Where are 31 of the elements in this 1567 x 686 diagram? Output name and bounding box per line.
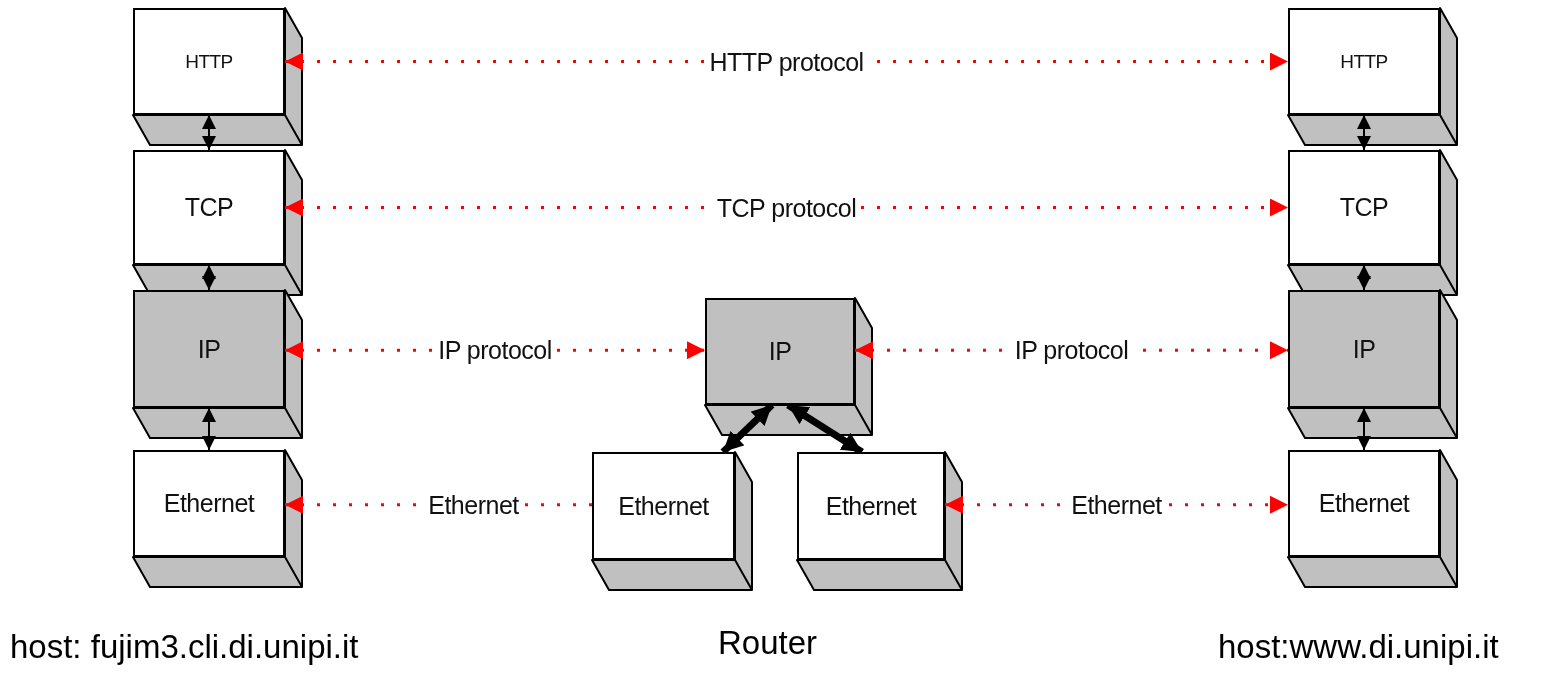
protocol-layer-box (1288, 450, 1440, 557)
protocol-layer-box (133, 450, 285, 557)
arrow (202, 114, 216, 151)
layer-name: IP (1352, 334, 1376, 364)
protocol-layer-box (1288, 150, 1440, 265)
arrow (202, 407, 216, 451)
protocol-layer-box (1288, 8, 1440, 115)
host-label: host:www.di.unipi.it (1218, 628, 1499, 666)
host-label: host: fujim3.cli.di.unipi.it (10, 628, 359, 666)
layer-name: Ethernet (1318, 489, 1410, 518)
protocol-layer-box (797, 452, 945, 560)
layer-name: Ethernet (825, 491, 917, 521)
layer-name: IP (197, 334, 221, 364)
layer-name: IP (768, 337, 792, 366)
protocol-layer-box (705, 298, 855, 405)
layer-name: TCP (184, 193, 234, 222)
layer-name: HTTP (185, 50, 233, 73)
protocol-layer-box (592, 452, 735, 560)
arrow (1357, 407, 1371, 451)
arrow (1357, 114, 1371, 151)
arrow (1357, 264, 1371, 291)
host-label: Router (718, 624, 818, 662)
protocol-layer-box (133, 290, 285, 408)
arrow (202, 264, 216, 291)
protocol-layer-box (1288, 290, 1440, 408)
layer-name: TCP (1339, 193, 1389, 222)
layer-name: Ethernet (163, 489, 255, 518)
layer-name: Ethernet (618, 491, 709, 521)
layer-name: HTTP (1340, 50, 1388, 73)
protocol-layer-box (133, 150, 285, 265)
protocol-layer-box (133, 8, 285, 115)
